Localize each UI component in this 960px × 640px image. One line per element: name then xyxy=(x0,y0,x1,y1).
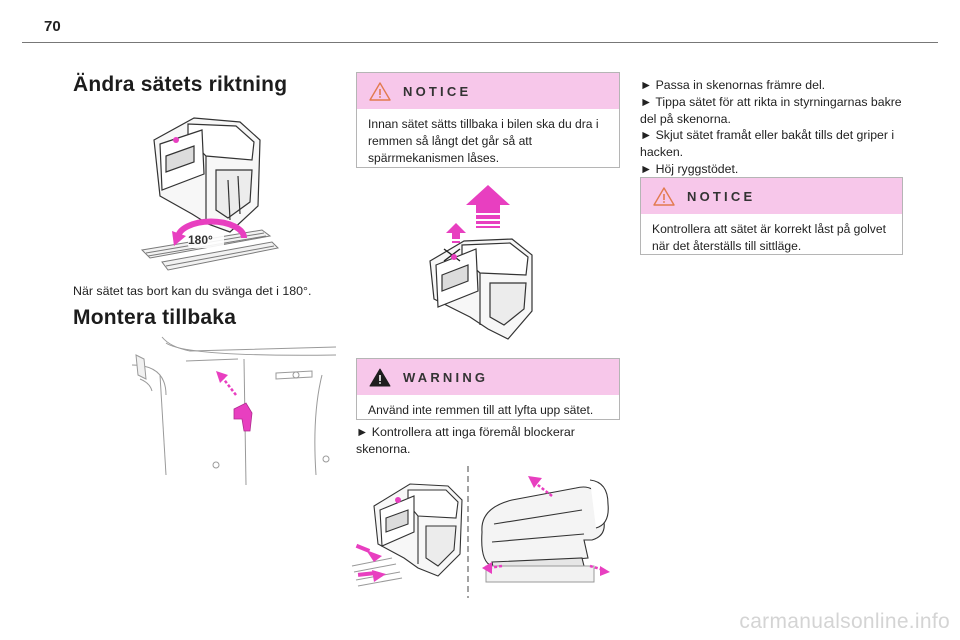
warning-outline-icon xyxy=(653,187,675,206)
seat-rotation-figure xyxy=(140,117,280,271)
warning-filled-icon xyxy=(369,368,391,387)
warning-box-strap: WARNING Använd inte remmen till att lyft… xyxy=(356,358,620,420)
notice-box-locked-header: NOTICE xyxy=(641,178,902,214)
notice-box-locked: NOTICE Kontrollera att sätet är korrekt … xyxy=(640,177,903,255)
rotation-paragraph: När sätet tas bort kan du svänga det i 1… xyxy=(73,284,312,298)
warning-box-text: Använd inte remmen till att lyfta upp sä… xyxy=(368,403,594,417)
step-item-3: ► Skjut sätet framåt eller bakåt tills d… xyxy=(640,128,895,160)
step-item-1: ► Passa in skenornas främre del. xyxy=(640,78,826,92)
steps-list: ► Passa in skenornas främre del. ► Tippa… xyxy=(640,77,906,178)
refit-figure xyxy=(131,336,337,486)
header-rule xyxy=(22,42,938,43)
page-number: 70 xyxy=(44,18,61,35)
watermark: carmanualsonline.info xyxy=(739,610,950,633)
notice-box-strap: NOTICE Innan sätet sätts tillbaka i bile… xyxy=(356,72,620,168)
seat-strap-figure xyxy=(429,185,533,340)
notice-box-text: Innan sätet sätts tillbaka i bilen ska d… xyxy=(368,117,599,165)
notice-box-title: NOTICE xyxy=(403,83,472,99)
warning-box-header: WARNING xyxy=(357,359,619,395)
step-item-4: ► Höj ryggstödet. xyxy=(640,161,739,176)
notice-box-locked-text: Kontrollera att sätet är korrekt låst på… xyxy=(652,222,886,253)
heading-change-seat-direction: Ändra sätets riktning xyxy=(73,73,288,96)
warning-box-title: WARNING xyxy=(403,369,489,385)
notice-box-header: NOTICE xyxy=(357,73,619,109)
heading-refit: Montera tillbaka xyxy=(73,306,237,329)
notice-box-locked-title: NOTICE xyxy=(687,188,756,204)
rotation-label: 180° xyxy=(188,233,213,247)
step-check-rails: ► Kontrollera att inga föremål blockerar… xyxy=(356,425,575,456)
warning-outline-icon xyxy=(369,82,391,101)
seat-refit-rails-figure xyxy=(351,466,610,598)
step-item-2: ► Tippa sätet för att rikta in styrninga… xyxy=(640,94,902,126)
